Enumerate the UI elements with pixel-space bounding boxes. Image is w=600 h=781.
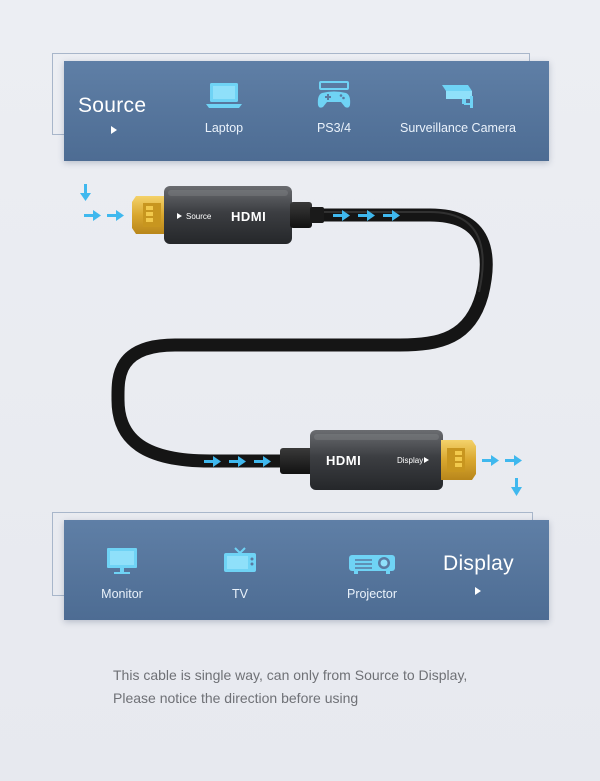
arrow-icon	[80, 184, 91, 201]
note-line-1: This cable is single way, can only from …	[113, 667, 468, 683]
source-device-label: PS3/4	[316, 121, 352, 135]
display-device-monitor: Monitor	[92, 547, 152, 601]
source-panel: Source Laptop PS3/4 Surveillance Camera	[64, 61, 549, 161]
display-title: Display	[443, 552, 514, 575]
source-device-camera: Surveillance Camera	[398, 81, 518, 135]
arrow-icon	[204, 456, 221, 467]
arrow-icon	[254, 456, 271, 467]
projector-icon	[349, 555, 395, 574]
display-device-label: Monitor	[101, 587, 143, 601]
arrow-icon	[229, 456, 246, 467]
display-connector: HDMI Display	[280, 430, 476, 490]
cctv-camera-icon	[442, 85, 473, 108]
arrow-icon	[482, 455, 499, 466]
source-device-laptop: Laptop	[194, 81, 254, 135]
source-device-label: Laptop	[204, 121, 244, 135]
source-end-label: Source	[186, 212, 212, 221]
arrow-icon	[333, 210, 350, 221]
arrow-icon	[107, 210, 124, 221]
source-connector: Source HDMI	[132, 186, 324, 244]
display-panel: Monitor TV Projector Display	[64, 520, 549, 620]
tv-icon	[224, 547, 256, 572]
laptop-icon	[206, 83, 242, 108]
arrow-icon	[511, 478, 522, 496]
arrow-icon	[505, 455, 522, 466]
display-device-label: Projector	[346, 587, 398, 601]
monitor-icon	[107, 548, 137, 574]
gamepad-icon	[317, 81, 351, 108]
arrow-icon	[358, 210, 375, 221]
source-play-icon	[111, 126, 117, 134]
display-device-tv: TV	[210, 547, 270, 601]
direction-arrows	[80, 184, 522, 496]
source-hdmi-logo: HDMI	[231, 209, 266, 224]
direction-note: This cable is single way, can only from …	[113, 664, 467, 710]
display-device-projector: Projector	[332, 547, 412, 601]
display-play-icon	[475, 587, 481, 595]
source-title: Source	[78, 94, 147, 117]
display-hdmi-logo: HDMI	[326, 453, 361, 468]
source-device-label: Surveillance Camera	[399, 121, 517, 135]
arrow-icon	[383, 210, 400, 221]
arrow-icon	[84, 210, 101, 221]
source-device-ps: PS3/4	[304, 81, 364, 135]
display-device-label: TV	[232, 587, 248, 601]
cable-wire	[111, 208, 493, 468]
display-end-label: Display	[397, 456, 423, 465]
note-line-2: Please notice the direction before using	[113, 690, 359, 706]
